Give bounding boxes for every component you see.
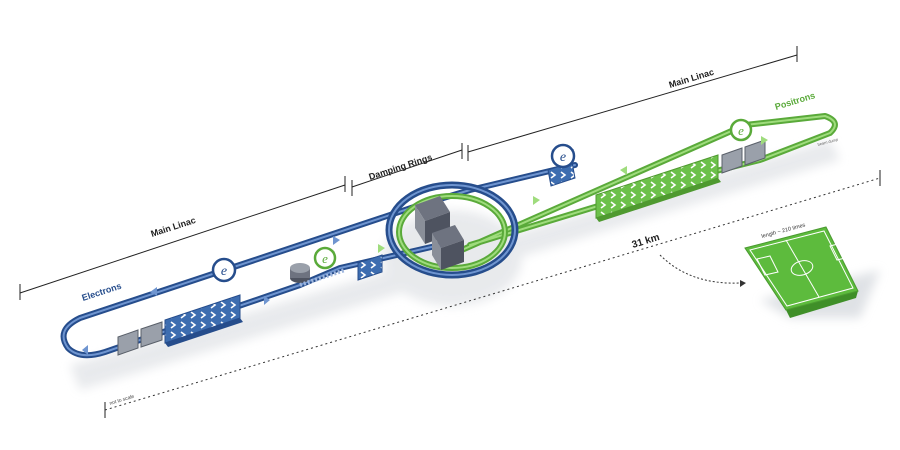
scale-arrow [659, 254, 741, 284]
dimension-main-linac-left [19, 176, 346, 300]
dimension-main-linac-right [467, 46, 798, 161]
electron-symbol: e [221, 264, 227, 279]
positron-symbol: e [322, 251, 328, 266]
electron-symbol-2: e [560, 150, 566, 165]
label-not-to-scale: not to scale [109, 394, 135, 407]
electron-badge-right: e − [550, 143, 576, 169]
positron-badge-right: e + [729, 118, 753, 142]
damping-ring-blue [385, 181, 519, 279]
positron-accelerator-module [595, 154, 721, 222]
electron-badge-left: e − [211, 257, 237, 283]
damping-ring-green [396, 193, 508, 271]
dimension-damping-rings [351, 143, 463, 196]
label-electrons: Electrons [81, 281, 123, 303]
svg-text:−: − [570, 147, 574, 154]
positron-badge-left: e + [313, 246, 337, 270]
svg-text:−: − [231, 261, 235, 268]
label-positrons: Positrons [774, 90, 817, 112]
positron-symbol-2: e [738, 123, 744, 138]
detector-upper [415, 196, 450, 244]
dimension-31km [104, 170, 881, 418]
svg-text:+: + [331, 249, 335, 256]
electron-gray-blocks [117, 321, 163, 356]
label-31km: 31 km [631, 232, 661, 251]
positron-source-module [357, 254, 383, 281]
label-damping-rings: Damping Rings [368, 152, 434, 182]
direction-arrows [82, 136, 768, 355]
label-main-linac-left: Main Linac [150, 215, 197, 239]
positron-target [290, 263, 346, 287]
label-beam-dump: beam dump [817, 136, 839, 146]
svg-text:+: + [747, 121, 751, 128]
detector-lower [432, 225, 464, 270]
football-field [744, 226, 859, 318]
electron-accelerator-module [164, 294, 243, 347]
positron-gray-blocks [721, 139, 766, 174]
